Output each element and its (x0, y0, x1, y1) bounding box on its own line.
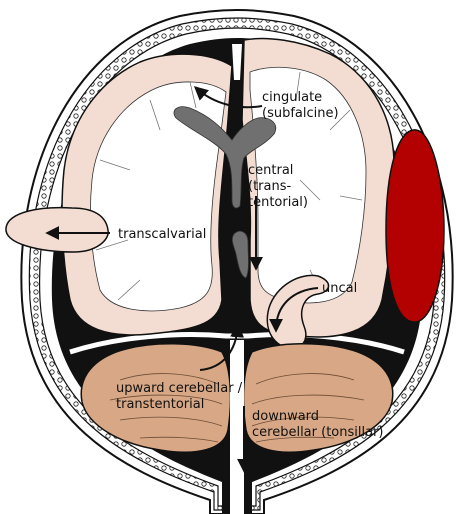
falx (232, 44, 242, 80)
label-cingulate: cingulate (subfalcine) (262, 90, 339, 121)
left-white-matter (90, 81, 227, 312)
label-cingulate-line1: cingulate (262, 90, 322, 105)
label-transcalvarial: transcalvarial (118, 227, 206, 242)
label-central-line2: (trans- (248, 179, 291, 194)
label-central-line3: tentorial) (248, 195, 308, 210)
label-uncal-line1: uncal (322, 281, 357, 296)
label-downward-line1: downward (252, 409, 319, 424)
label-cingulate-line2: (subfalcine) (262, 106, 339, 121)
label-upward-line2: transtentorial (116, 397, 204, 412)
gyri-right (295, 71, 363, 291)
third-ventricle (231, 230, 249, 279)
uncal-arrow (269, 287, 319, 333)
label-upward: upward cerebellar / transtentorial (116, 381, 246, 412)
label-uncal: uncal (322, 281, 357, 296)
lateral-ventricles (173, 106, 277, 209)
epidural-hematoma (385, 129, 445, 323)
cerebellum-left-folia (109, 373, 223, 443)
right-white-matter (249, 66, 367, 304)
label-transcalvarial-line1: transcalvarial (118, 227, 206, 242)
upward-arrow (199, 323, 245, 371)
cingulate-arrow (193, 86, 263, 109)
label-central-line1: central (248, 163, 293, 178)
label-downward-line2: cerebellar (tonsillar) (252, 425, 383, 440)
cerebellum-left (80, 343, 232, 453)
label-downward: downward cerebellar (tonsillar) (252, 409, 383, 440)
gyri-left (95, 81, 197, 301)
cerebellum-right (242, 343, 394, 453)
label-upward-line1: upward cerebellar / (116, 381, 243, 396)
brainstem-gap (230, 340, 244, 514)
cerebellum-right-folia (251, 373, 365, 443)
label-central: central (trans- tentorial) (248, 163, 308, 210)
transcalvarial-bulge (5, 206, 109, 253)
